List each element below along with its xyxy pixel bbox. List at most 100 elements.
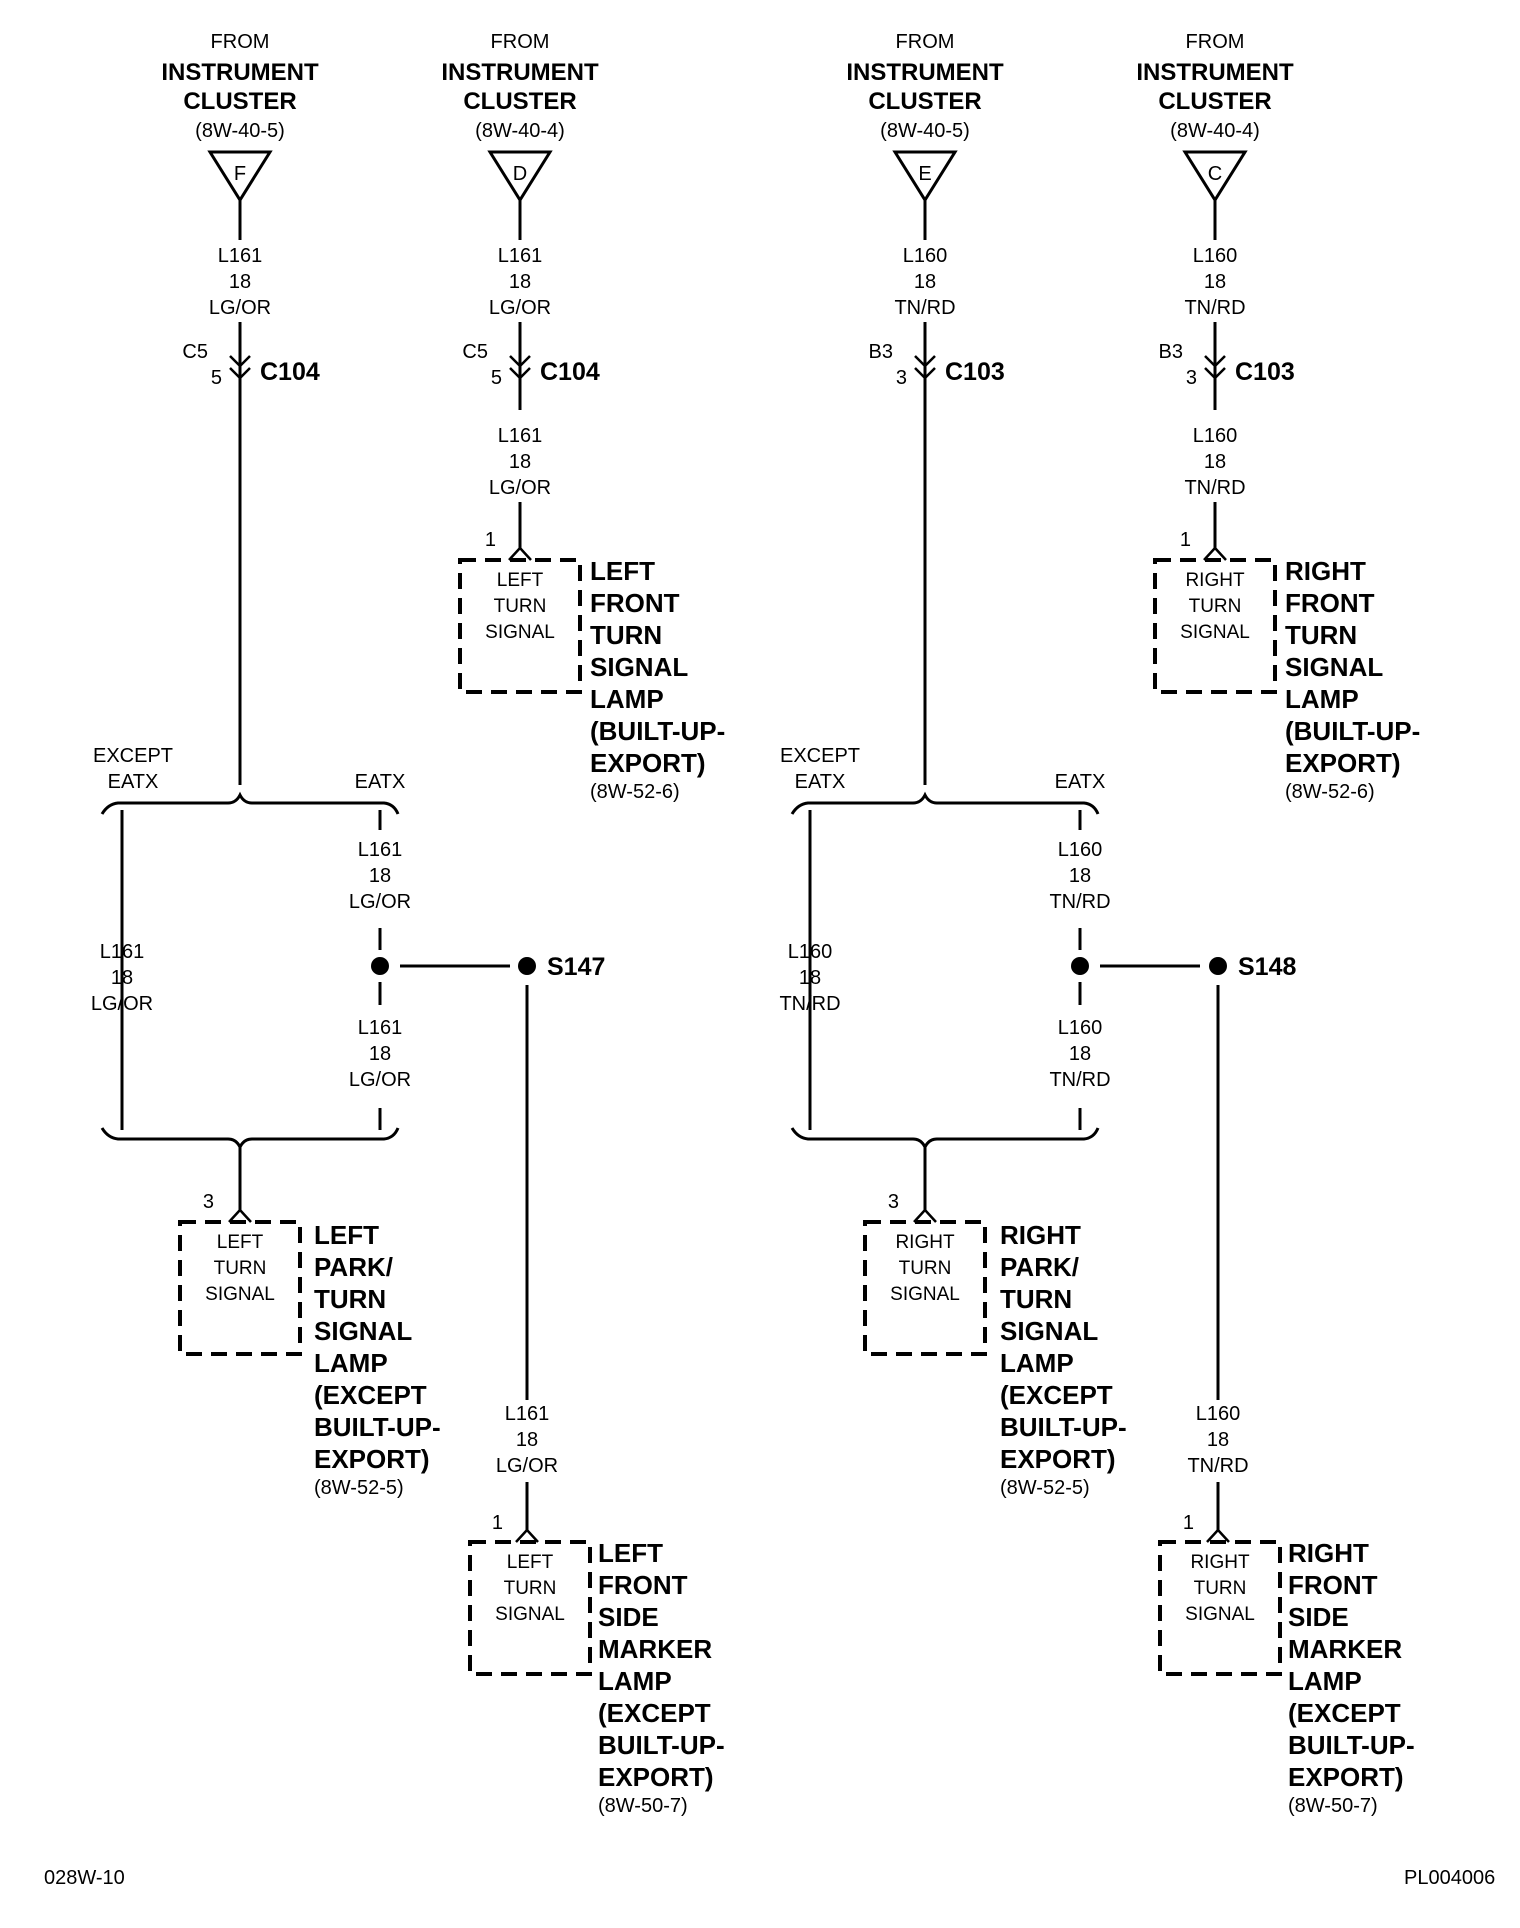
branch-e-group: EXCEPT EATX EATX L160 18 TN/RD L160 18 T… [779,745,1296,1223]
component-label-line: EXPORT) [598,1762,714,1792]
wire-circuit: L160 [788,941,833,963]
component-label: RIGHT FRONT TURN SIGNAL LAMP (BUILT-UP- … [1285,556,1420,803]
box-text: SIGNAL [205,1284,275,1305]
female-terminal-icon [515,1528,539,1543]
connector-cavity-bottom: 3 [896,367,907,389]
box-text: LEFT [217,1232,264,1253]
wire-gauge: 18 [1204,451,1226,473]
component-label-line: FRONT [590,588,680,618]
branch-eatx-label: EATX [1055,771,1106,793]
source-pin: E [918,163,931,185]
branch-eatx-label: EATX [355,771,406,793]
wire-color: LG/OR [91,993,153,1015]
wire-color: LG/OR [349,1069,411,1091]
box-text: RIGHT [895,1232,955,1253]
wire-circuit: L161 [505,1403,550,1425]
from-label: FROM [211,31,270,53]
wire-color: LG/OR [489,297,551,319]
footer-left-code: 028W-10 [44,1867,125,1889]
pin-number: 1 [485,529,496,551]
pin-number: 1 [1180,529,1191,551]
wire-color: LG/OR [209,297,271,319]
component-label-line: TURN [1000,1284,1072,1314]
component-label: RIGHT FRONT SIDE MARKER LAMP (EXCEPT BUI… [1288,1538,1415,1817]
wire-gauge: 18 [369,1043,391,1065]
from-label: FROM [896,31,955,53]
source-f-group: FROM INSTRUMENT CLUSTER (8W-40-5) F L161… [161,31,320,785]
component-label-line: RIGHT [1000,1220,1081,1250]
cluster-label: CLUSTER [868,88,981,115]
component-label-line: EXPORT) [1288,1762,1404,1792]
female-terminal-icon [228,1208,252,1223]
wire-color: TN/RD [1049,891,1110,913]
source-ref: (8W-40-5) [880,120,970,142]
component-label-line: FRONT [1285,588,1375,618]
splice-dot [371,957,389,975]
wire-color: LG/OR [496,1455,558,1477]
component-label-line: EXPORT) [1285,748,1401,778]
component-label-line: (EXCEPT [1288,1698,1401,1728]
component-label-line: (BUILT-UP- [1285,716,1420,746]
source-pin: F [234,163,246,185]
connector-cavity-bottom: 5 [491,367,502,389]
wire-gauge: 18 [1204,271,1226,293]
component-label-line: RIGHT [1285,556,1366,586]
wire-color: TN/RD [1184,477,1245,499]
component-label-line: LAMP [314,1348,388,1378]
wire-circuit: L160 [1193,245,1238,267]
connector-triangle-icon [892,150,958,203]
wire-gauge: 18 [229,271,251,293]
connector-triangle-icon [1182,150,1248,203]
connector-cavity-bottom: 5 [211,367,222,389]
wire-gauge: 18 [1069,1043,1091,1065]
component-label-line: TURN [314,1284,386,1314]
component-label-line: SIGNAL [1285,652,1383,682]
wire-gauge: 18 [914,271,936,293]
component-label-line: PARK/ [314,1252,393,1282]
component-label-line: LAMP [1288,1666,1362,1696]
wire-circuit: L160 [1193,425,1238,447]
connector-name: C104 [260,358,320,386]
component-label-line: RIGHT [1288,1538,1369,1568]
component-label-line: (EXCEPT [314,1380,427,1410]
component-label-line: SIDE [598,1602,659,1632]
right-side-marker-wire: L160 18 TN/RD 1 [1183,985,1249,1543]
component-ref: (8W-52-5) [1000,1477,1090,1499]
connector-cavity-top: B3 [869,341,893,363]
component-label-line: MARKER [1288,1634,1402,1664]
connector-cavity-top: C5 [182,341,208,363]
component-label-line: PARK/ [1000,1252,1079,1282]
component-label-line: LEFT [314,1220,379,1250]
connector-name: C103 [1235,358,1295,386]
wire-circuit: L160 [1058,1017,1103,1039]
wire-gauge: 18 [509,271,531,293]
female-terminal-icon [508,546,532,561]
instrument-label: INSTRUMENT [846,59,1004,86]
wire-circuit: L161 [498,425,543,447]
inline-connector-icon [914,355,936,380]
component-label-line: SIGNAL [590,652,688,682]
female-terminal-icon [1206,1528,1230,1543]
component-label-line: BUILT-UP- [314,1412,441,1442]
left-side-marker-lamp: LEFT TURN SIGNAL LEFT FRONT SIDE MARKER … [468,1538,725,1817]
box-text: TURN [494,596,547,617]
box-text: LEFT [507,1552,554,1573]
wire-circuit: L161 [218,245,263,267]
component-ref: (8W-52-6) [1285,781,1375,803]
connector-cavity-top: B3 [1159,341,1183,363]
source-c-group: FROM INSTRUMENT CLUSTER (8W-40-4) C L160… [1136,31,1295,561]
cluster-label: CLUSTER [463,88,576,115]
wire-color: TN/RD [894,297,955,319]
wire-circuit: L160 [903,245,948,267]
female-terminal-icon [1203,546,1227,561]
right-park-lamp: RIGHT TURN SIGNAL RIGHT PARK/ TURN SIGNA… [863,1220,1127,1499]
component-label-line: FRONT [1288,1570,1378,1600]
wire-color: TN/RD [1049,1069,1110,1091]
box-text: SIGNAL [1185,1604,1255,1625]
component-label-line: SIGNAL [314,1316,412,1346]
pin-number: 3 [203,1191,214,1213]
splice-dot [1209,957,1227,975]
branch-f-group: EXCEPT EATX EATX L161 18 LG/OR L161 18 L… [91,745,605,1223]
component-label-line: (EXCEPT [1000,1380,1113,1410]
